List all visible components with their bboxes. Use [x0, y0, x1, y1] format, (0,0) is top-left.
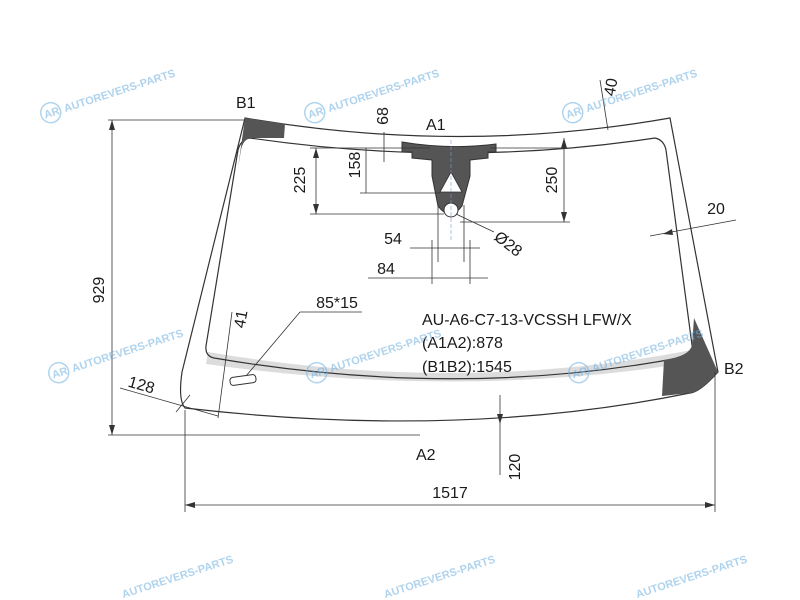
overall-height-label: 929 — [91, 277, 108, 304]
slot — [229, 374, 257, 386]
mount-68-label: 68 — [375, 107, 392, 125]
svg-text:AUTOREVERS-PARTS: AUTOREVERS-PARTS — [121, 554, 235, 600]
slot-offset-label: 41 — [232, 309, 252, 330]
mount-225-label: 225 — [292, 167, 309, 194]
svg-text:AUTOREVERS-PARTS: AUTOREVERS-PARTS — [71, 328, 185, 375]
width-54-label: 54 — [384, 231, 402, 248]
svg-text:AUTOREVERS-PARTS: AUTOREVERS-PARTS — [383, 554, 497, 600]
svg-text:AUTOREVERS-PARTS: AUTOREVERS-PARTS — [63, 68, 177, 115]
svg-text:AR: AR — [307, 105, 326, 121]
top-band-label: 40 — [602, 77, 622, 98]
point-b2: B2 — [724, 361, 744, 378]
watermark: AUTOREVERS-PARTS — [383, 554, 497, 600]
watermark: AUTOREVERS-PARTS — [121, 554, 235, 600]
spec-code: AU-A6-C7-13-VCSSH LFW/X — [422, 312, 632, 329]
mount-250-label: 250 — [544, 167, 561, 194]
spec-a1a2: (A1A2):878 — [422, 335, 503, 352]
slot-size-label: 85*15 — [316, 295, 358, 312]
point-a2: A2 — [416, 447, 436, 464]
width-84-label: 84 — [377, 261, 395, 278]
point-a1: A1 — [426, 117, 446, 134]
watermark: AR AUTOREVERS-PARTS — [303, 68, 441, 124]
side-band-label: 20 — [707, 201, 725, 218]
svg-text:AR: AR — [565, 105, 584, 121]
watermark: AR AUTOREVERS-PARTS — [561, 68, 699, 124]
frit-corner-bottom-right — [662, 318, 718, 396]
watermark: AR AUTOREVERS-PARTS — [47, 328, 185, 384]
edge-bottom-label: 120 — [507, 454, 524, 481]
watermark: AUTOREVERS-PARTS — [635, 554, 749, 600]
svg-text:AR: AR — [43, 105, 62, 121]
svg-text:AR: AR — [309, 365, 328, 381]
svg-text:AR: AR — [51, 365, 70, 381]
svg-text:AR: AR — [571, 365, 590, 381]
point-b1: B1 — [236, 95, 256, 112]
mount-158-label: 158 — [347, 152, 364, 179]
frit-corner-top-left — [238, 118, 285, 168]
windshield-outline — [179, 117, 719, 422]
edge-left-label: 128 — [126, 374, 156, 398]
svg-text:AUTOREVERS-PARTS: AUTOREVERS-PARTS — [635, 554, 749, 600]
watermark: AR AUTOREVERS-PARTS — [39, 68, 177, 124]
overall-width-label: 1517 — [432, 485, 468, 502]
spec-b1b2: (B1B2):1545 — [422, 359, 512, 376]
